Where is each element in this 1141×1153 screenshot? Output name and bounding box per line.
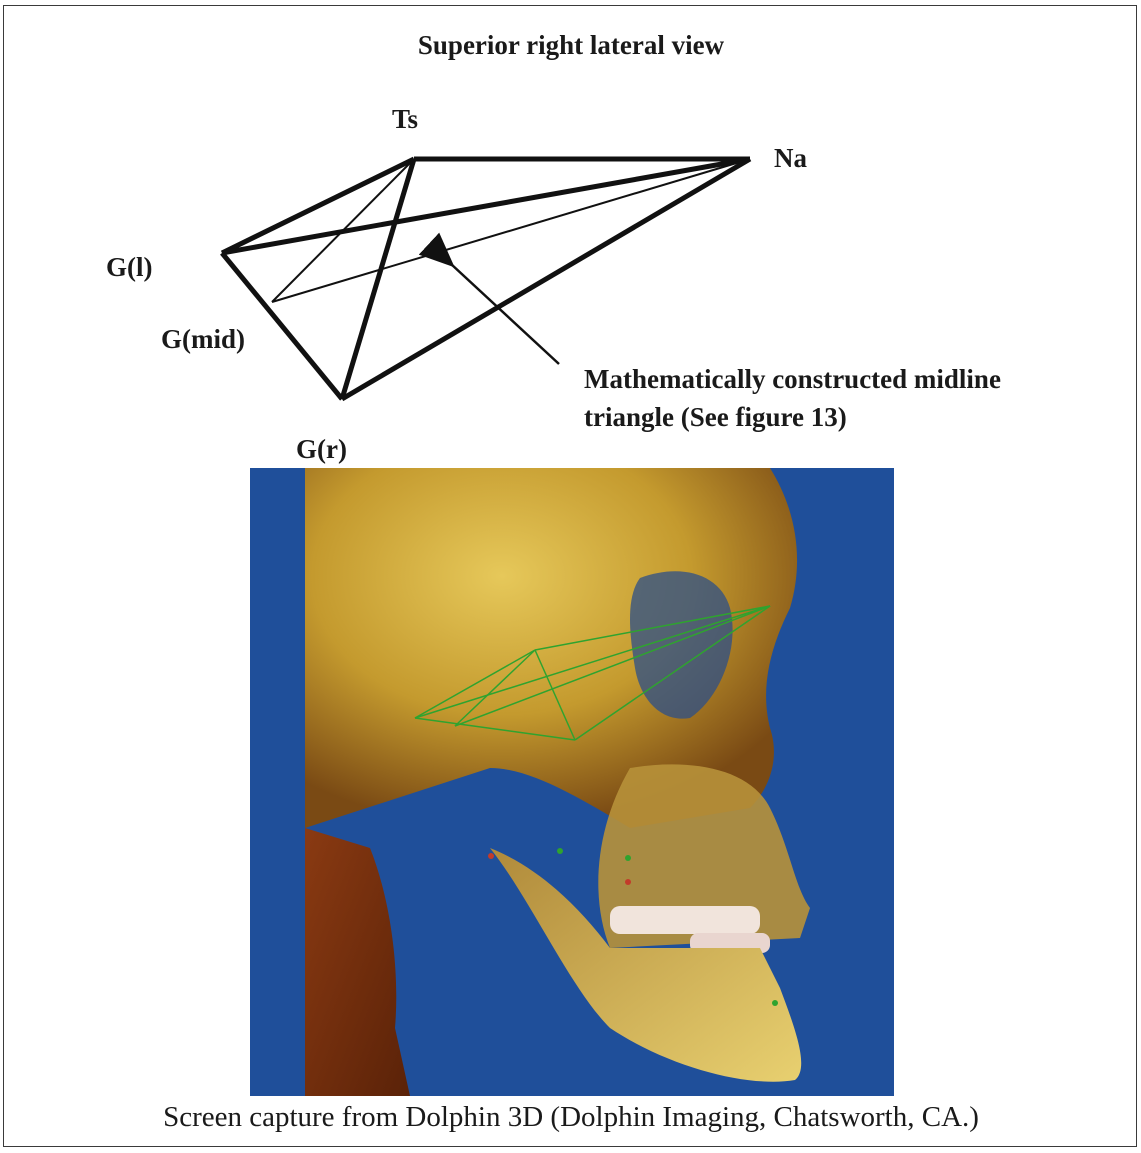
skull-scan-image bbox=[250, 468, 894, 1096]
label-na: Na bbox=[774, 143, 807, 174]
annotation-line-2: triangle (See figure 13) bbox=[584, 398, 1104, 436]
label-gr: G(r) bbox=[296, 434, 347, 465]
label-gl: G(l) bbox=[106, 252, 153, 283]
label-gmid: G(mid) bbox=[161, 324, 245, 355]
figure-frame: Superior right lateral view Ts Na G(l) G… bbox=[3, 5, 1137, 1147]
teeth-upper bbox=[610, 906, 760, 934]
label-ts: Ts bbox=[392, 104, 418, 135]
figure-caption: Screen capture from Dolphin 3D (Dolphin … bbox=[4, 1101, 1138, 1134]
edge-gl-ts bbox=[222, 159, 414, 253]
annotation-line-1: Mathematically constructed midline bbox=[584, 360, 1104, 398]
annotation-text: Mathematically constructed midline trian… bbox=[584, 360, 1104, 436]
